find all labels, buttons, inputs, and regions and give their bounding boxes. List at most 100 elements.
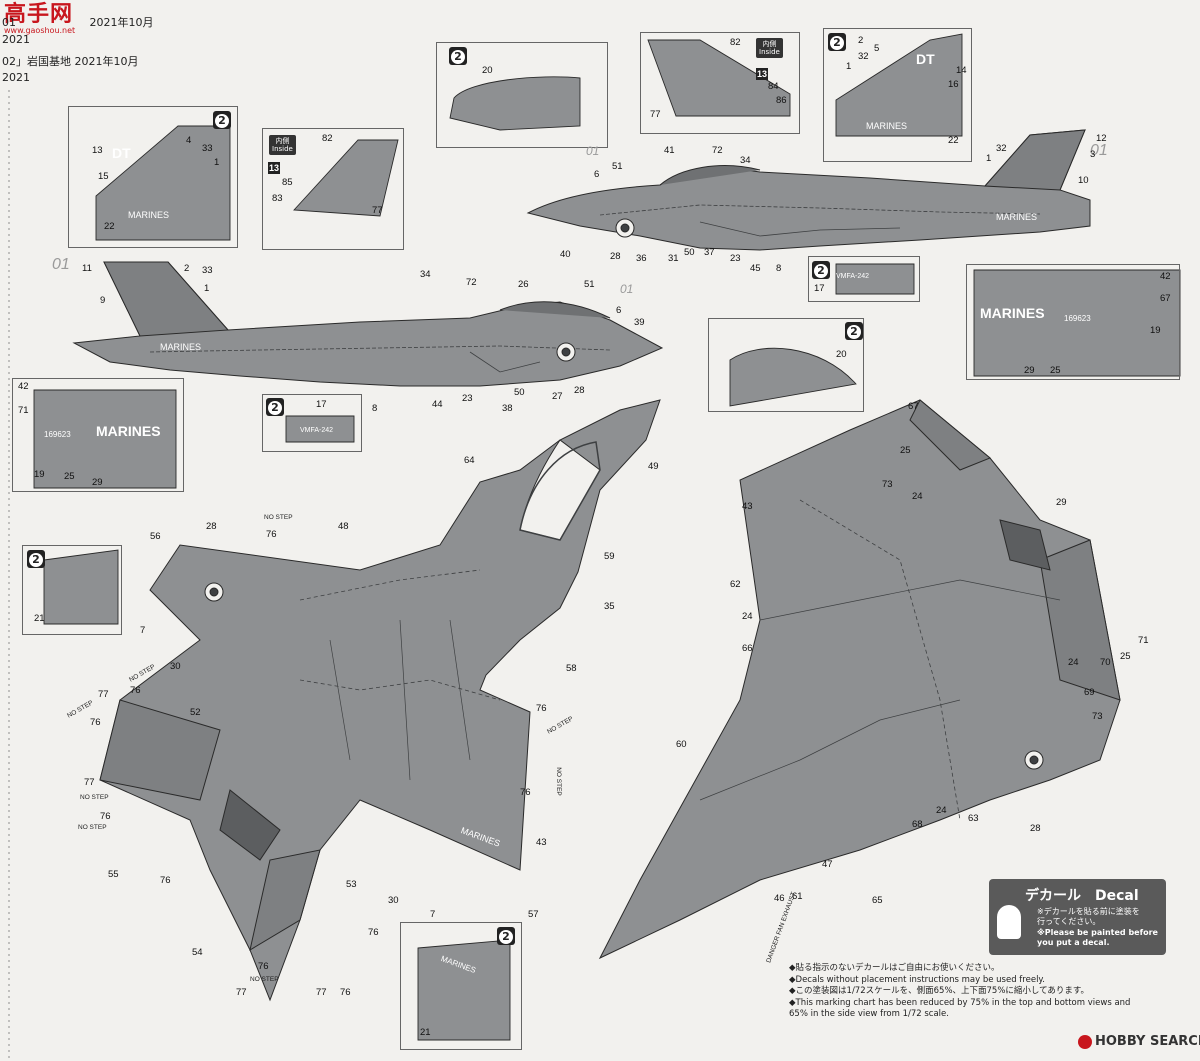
callout: 71 [1138, 635, 1149, 646]
callout: 39 [634, 317, 645, 328]
callout: 25 [1050, 365, 1061, 376]
decal-note-jp: 行ってください。 [1037, 917, 1101, 926]
inset-squadron-2 [285, 415, 355, 443]
callout: 61 [792, 891, 803, 902]
callout: 28 [206, 521, 217, 532]
callout: 33 [202, 265, 213, 276]
inset-tail-top [647, 39, 791, 117]
step-badge: 2 [266, 398, 284, 416]
callout: 24 [1068, 657, 1079, 668]
callout: 33 [202, 143, 213, 154]
callout: 19 [34, 469, 45, 480]
callout: 42 [18, 381, 29, 392]
decal-panel: デカール Decal ※デカールを貼る前に塗装を 行ってください。 ※Pleas… [989, 879, 1166, 955]
callout: 77 [98, 689, 109, 700]
callout: 72 [712, 145, 723, 156]
callout: 41 [664, 145, 675, 156]
callout: 77 [84, 777, 95, 788]
callout: 45 [750, 263, 761, 274]
callout: 2 [184, 263, 190, 274]
decal-note-en: ※Please be painted before [1037, 928, 1158, 937]
callout: 76 [90, 717, 101, 728]
step-badge: 2 [828, 33, 846, 51]
callout: 7 [140, 625, 146, 636]
callout: 52 [190, 707, 201, 718]
callout: 25 [900, 445, 911, 456]
inset-wing-bottom [417, 939, 511, 1041]
callout: 72 [466, 277, 477, 288]
callout: 21 [420, 1027, 431, 1038]
callout: 66 [742, 643, 753, 654]
hobby-search-logo-icon [1078, 1034, 1092, 1049]
inset-squadron-1 [835, 263, 915, 295]
callout: 37 [704, 247, 715, 258]
header-line1: 01 2021年10月 [2, 16, 154, 29]
callout: 83 [272, 193, 283, 204]
paintbrush-icon [997, 905, 1021, 939]
callout: 34 [420, 269, 431, 280]
serial-decal: 169623 [44, 430, 71, 439]
callout: 51 [612, 161, 623, 172]
callout: 51 [584, 279, 595, 290]
callout: 40 [560, 249, 571, 260]
callout: 6 [594, 169, 600, 180]
note-line: ◆This marking chart has been reduced by … [789, 997, 1131, 1008]
callout: 35 [604, 601, 615, 612]
inset-wing-top [43, 549, 119, 625]
note-line: ◆Decals without placement instructions m… [789, 974, 1045, 985]
callout: 30 [170, 661, 181, 672]
callout: 20 [482, 65, 493, 76]
callout: 77 [316, 987, 327, 998]
note-line: 65% in the side view from 1/72 scale. [789, 1009, 949, 1020]
no-step-label: NO STEP [250, 976, 279, 983]
step-13-badge: 13 [268, 162, 280, 174]
no-step-label: NO STEP [78, 824, 107, 831]
callout: 60 [676, 739, 687, 750]
side-view-right [526, 129, 1091, 251]
inset-art [33, 33, 1181, 1041]
marines-decal-large: MARINES [980, 305, 1045, 321]
callout: 14 [956, 65, 967, 76]
site-logo: 高手网 www.gaoshou.net [4, 2, 76, 36]
callout: 24 [912, 491, 923, 502]
callout: 73 [882, 479, 893, 490]
callout: 53 [346, 879, 357, 890]
callout: 50 [684, 247, 695, 258]
callout: 23 [462, 393, 473, 404]
callout: 43 [742, 501, 753, 512]
callout: 29 [92, 477, 103, 488]
callout: 24 [936, 805, 947, 816]
inset-rear-left-frame [12, 378, 184, 492]
callout: 5 [874, 43, 880, 54]
callout: 69 [1084, 687, 1095, 698]
callout: 29 [1056, 497, 1067, 508]
callout: 59 [604, 551, 615, 562]
note-line: ◆貼る指示のないデカールはご自由にお使いください。 [789, 963, 1000, 973]
step-badge: 2 [812, 261, 830, 279]
notes: ◆貼る指示のないデカールはご自由にお使いください。 ◆Decals withou… [789, 963, 1164, 1021]
watermark: HOBBY SEARCH [1078, 1034, 1200, 1049]
callout: 1 [204, 283, 210, 294]
marines-decal: MARINES [160, 342, 202, 352]
callout: 28 [1030, 823, 1041, 834]
callout: 4 [186, 135, 192, 146]
squadron-decal: VMFA-242 [300, 427, 334, 434]
callout: 20 [836, 349, 847, 360]
header-year1: 2021 [2, 33, 30, 46]
inset-rear-right [973, 269, 1181, 377]
squadron-decal: VMFA-242 [836, 273, 870, 280]
side-tail-code: DT [112, 145, 131, 161]
callout: 44 [432, 399, 443, 410]
callout: 8 [776, 263, 782, 274]
callout: 46 [774, 893, 785, 904]
callout: 17 [316, 399, 327, 410]
inset-tail-right [835, 33, 963, 137]
step-badge: 2 [213, 111, 231, 129]
callout: 32 [858, 51, 869, 62]
